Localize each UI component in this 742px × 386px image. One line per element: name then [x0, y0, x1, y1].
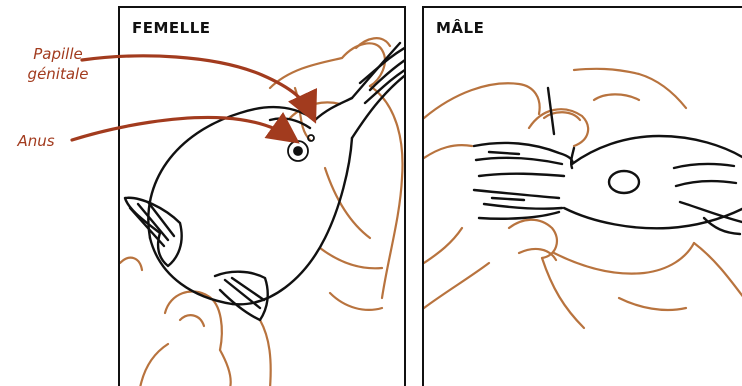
- male-fish-illustration: [424, 8, 742, 386]
- label-anus: Anus: [8, 131, 64, 151]
- hand-lower-female: [120, 258, 271, 386]
- panel-femelle: FEMELLE: [118, 6, 406, 386]
- panel-title-femelle: FEMELLE: [132, 19, 215, 37]
- female-fish-illustration: [120, 8, 406, 386]
- fish-body-male: [474, 88, 742, 234]
- panel-title-male: MÂLE: [436, 19, 488, 37]
- panel-male: MÂLE: [422, 6, 742, 386]
- hands-male: [424, 69, 742, 328]
- fish-body-female: [125, 43, 406, 320]
